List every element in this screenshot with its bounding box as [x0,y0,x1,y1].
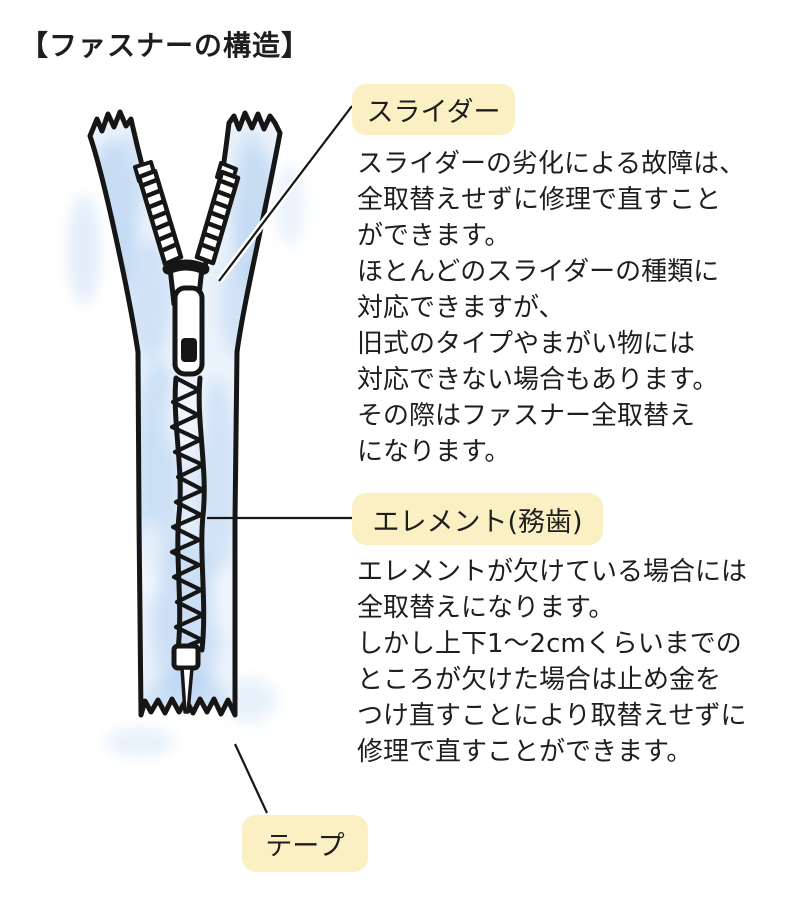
slider-pull-tab [172,285,205,377]
element-description: エレメントが欠けている場合には 全取替えになります。 しかし上下1〜2cmくらい… [357,557,748,767]
element-teeth [169,375,207,653]
leader-line-slider [218,105,353,282]
page-title: 【ファスナーの構造】 [20,29,311,62]
right-teeth-band [194,161,241,266]
leader-line-tape [234,743,268,814]
bottom-stop [171,643,201,714]
left-teeth-band [133,160,184,267]
label-tape: テープ [242,815,368,872]
label-element: エレメント(務歯) [352,493,603,545]
label-slider: スライダー [352,84,515,135]
slider-description: スライダーの劣化による故障は、 全取替えせずに修理で直すこと ができます。 ほと… [357,149,746,467]
leader-lines [207,103,355,814]
